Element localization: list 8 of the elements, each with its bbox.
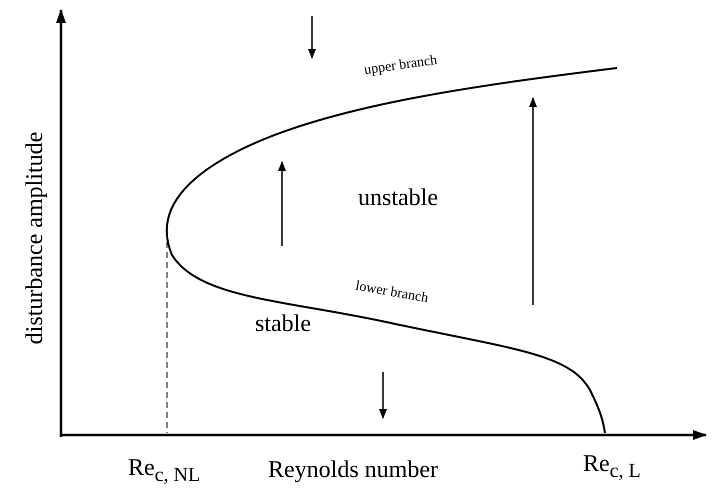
curve-label: lower branch [354,280,430,306]
region-label: unstable [358,186,438,210]
curve-label: upper branch [363,54,438,78]
axis-title: Reynolds number [268,458,438,482]
tick-label: Re$_{c, L}$ [583,452,641,481]
region-label: stable [255,312,311,336]
axis-title: disturbance amplitude [23,130,47,346]
tick-label: Re$_{c, NL}$ [128,456,200,485]
